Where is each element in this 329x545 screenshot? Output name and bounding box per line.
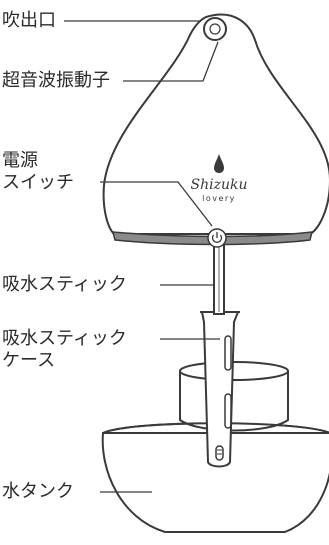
label-suction-stick: 吸水スティック (2, 274, 127, 295)
label-stick-case-2: ケース (2, 350, 56, 371)
label-power-switch-1: 電源 (2, 150, 38, 171)
stick-case-grip (215, 445, 224, 461)
label-mist-outlet: 吹出口 (2, 10, 56, 31)
logo-brand: Shizuku (191, 177, 248, 193)
water-drop-icon (214, 154, 224, 173)
stick-case-slot-2 (224, 393, 232, 429)
label-power-switch-2: スイッチ (2, 172, 74, 193)
label-stick-case-1: 吸水スティック (2, 328, 127, 349)
label-water-tank: 水タンク (2, 481, 74, 502)
leader-power-switch (100, 181, 213, 227)
stick-case-slot-1 (224, 335, 232, 371)
water-tank-body (101, 432, 329, 533)
logo-sub: lovery (202, 194, 236, 203)
ultrasonic-transducer (209, 23, 221, 35)
inner-container-top (179, 361, 289, 381)
label-ultrasonic: 超音波振動子 (2, 70, 110, 91)
leader-ultrasonic (123, 41, 219, 82)
power-icon (211, 234, 223, 243)
